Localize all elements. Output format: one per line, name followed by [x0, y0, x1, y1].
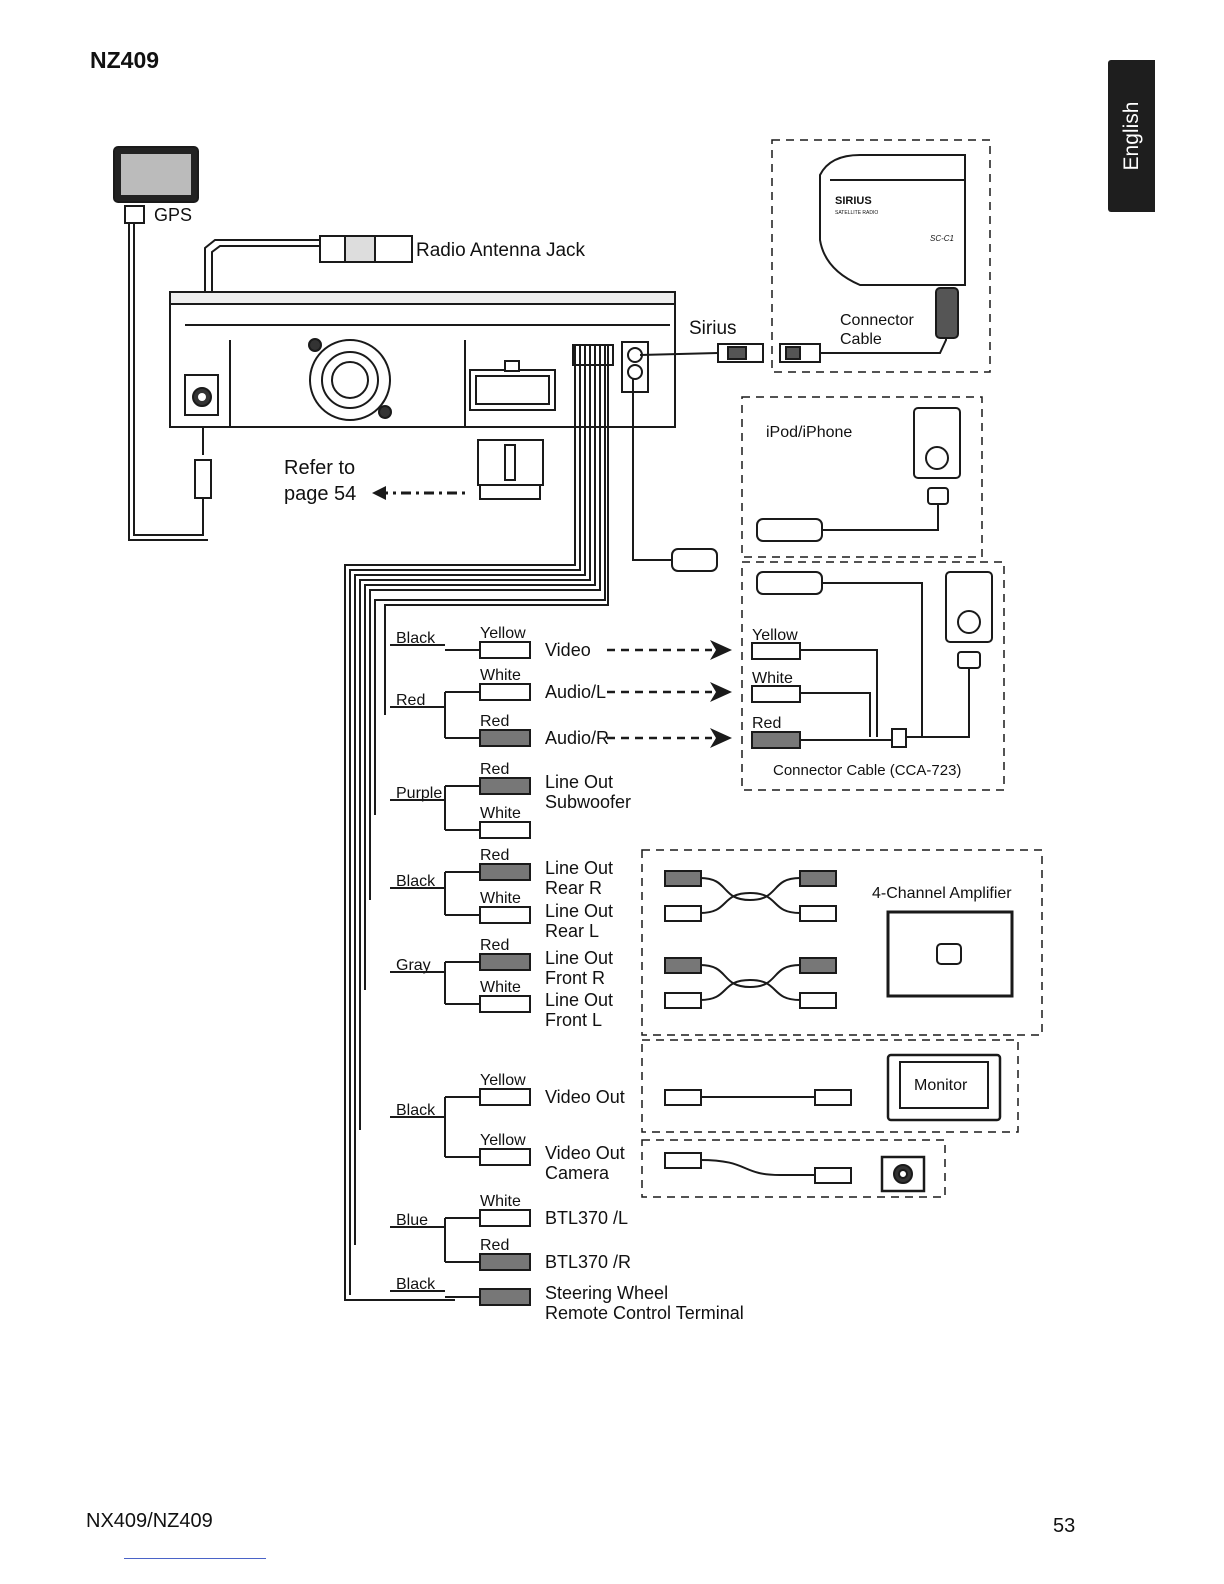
plug-color-label: Red — [480, 761, 509, 778]
rca-plug — [479, 1253, 531, 1271]
plug-function-label: Video Out — [545, 1143, 625, 1163]
monitor-label: Monitor — [914, 1077, 968, 1094]
wire-color-label: Gray — [396, 957, 431, 974]
rca-plug — [479, 777, 531, 795]
plug-color-label: Yellow — [480, 625, 526, 642]
rca-plug — [479, 1088, 531, 1106]
sirius-logo-sub: SATELLITE RADIO — [835, 210, 878, 216]
ipod-av-box: Yellow White Red Connector Cable (CCA-72… — [741, 561, 1005, 791]
model-title: NZ409 — [90, 47, 160, 73]
refer-to-label: Refer to — [284, 457, 355, 479]
camera-box — [641, 1139, 946, 1198]
plug-function-label: Audio/R — [545, 728, 609, 748]
plug-function-label: Video — [545, 640, 591, 660]
page-number: 53 — [1053, 1515, 1076, 1537]
plug-function-label: BTL370 /R — [545, 1252, 631, 1272]
rca-plug — [479, 863, 531, 881]
sirius-connection: Sirius SIRIUS SATELLITE RADIO SC-C1 Conn… — [639, 139, 991, 373]
plug-color-label: Red — [480, 847, 509, 864]
rca-plug — [479, 683, 531, 701]
plug-function-label: BTL370 /L — [545, 1208, 628, 1228]
rca-plug — [479, 995, 531, 1013]
plug-function-label: Rear L — [545, 921, 599, 941]
plug-function-label: Line Out — [545, 948, 613, 968]
ipod-label: iPod/iPhone — [766, 424, 852, 441]
plug-function-label: Line Out — [545, 772, 613, 792]
rca-plug — [479, 1148, 531, 1166]
rca-plug — [479, 1209, 531, 1227]
ipod-plug-yellow: Yellow — [752, 627, 798, 644]
footer-model-names: NX409/NZ409 — [86, 1510, 213, 1532]
plug-color-label: Red — [480, 1237, 509, 1254]
plug-function-label: Video Out — [545, 1087, 625, 1107]
ipod-plug-white: White — [752, 670, 793, 687]
plug-function-label: Front L — [545, 1010, 602, 1030]
wire-color-label: Black — [396, 873, 436, 890]
plug-color-label: Yellow — [480, 1132, 526, 1149]
wire-color-label: Black — [396, 1276, 436, 1293]
radio-antenna-jack-label: Radio Antenna Jack — [416, 240, 586, 261]
rca-plug — [479, 729, 531, 747]
ipod-plug-red: Red — [752, 715, 781, 732]
monitor-box: Monitor — [641, 1039, 1019, 1133]
sirius-model: SC-C1 — [930, 234, 954, 243]
plug-function-label: Audio/L — [545, 682, 606, 702]
plug-function-label: Line Out — [545, 858, 613, 878]
wire-color-label: Black — [396, 1102, 436, 1119]
plug-color-label: Yellow — [480, 1072, 526, 1089]
amplifier-label: 4-Channel Amplifier — [872, 885, 1012, 902]
wire-color-label: Black — [396, 630, 436, 647]
ipod-box: iPod/iPhone — [741, 396, 983, 558]
plug-color-label: Red — [480, 937, 509, 954]
wire-color-label: Purple — [396, 785, 442, 802]
wire-color-label: Blue — [396, 1212, 428, 1229]
connector-cable-label-2: Cable — [840, 331, 882, 348]
plug-color-label: White — [480, 890, 521, 907]
wire-harness — [344, 345, 718, 1301]
rca-plug — [479, 953, 531, 971]
language-tab: English — [1108, 60, 1155, 212]
wire-color-label: Red — [396, 692, 425, 709]
plug-color-label: White — [480, 1193, 521, 1210]
connector-cable-label-1: Connector — [840, 312, 914, 329]
plug-color-label: Red — [480, 713, 509, 730]
sirius-label: Sirius — [689, 318, 737, 339]
amplifier-box: 4-Channel Amplifier — [641, 849, 1043, 1036]
plug-function-label: Remote Control Terminal — [545, 1303, 744, 1323]
rca-plug — [479, 1288, 531, 1306]
plug-function-label: Front R — [545, 968, 605, 988]
rca-plug — [479, 906, 531, 924]
plug-function-label: Steering Wheel — [545, 1283, 668, 1303]
radio-antenna-jack: Radio Antenna Jack — [204, 235, 586, 345]
footer-rule — [124, 1558, 266, 1559]
rca-plug — [479, 821, 531, 839]
gps-label: GPS — [154, 205, 192, 225]
plug-function-label: Subwoofer — [545, 792, 631, 812]
page-54-label: page 54 — [284, 483, 356, 505]
signal-arrowhead — [710, 682, 732, 702]
sirius-logo: SIRIUS — [835, 195, 872, 207]
refer-page-54: Refer to page 54 — [284, 439, 544, 505]
signal-arrowhead — [710, 640, 732, 660]
signal-arrowhead — [710, 728, 732, 748]
cca-723-label: Connector Cable (CCA-723) — [773, 762, 961, 779]
plug-function-label: Line Out — [545, 990, 613, 1010]
plug-function-label: Line Out — [545, 901, 613, 921]
plug-color-label: White — [480, 667, 521, 684]
plug-function-label: Rear R — [545, 878, 602, 898]
plug-color-label: White — [480, 805, 521, 822]
plug-function-label: Camera — [545, 1163, 610, 1183]
rca-plug — [479, 641, 531, 659]
plug-color-label: White — [480, 979, 521, 996]
